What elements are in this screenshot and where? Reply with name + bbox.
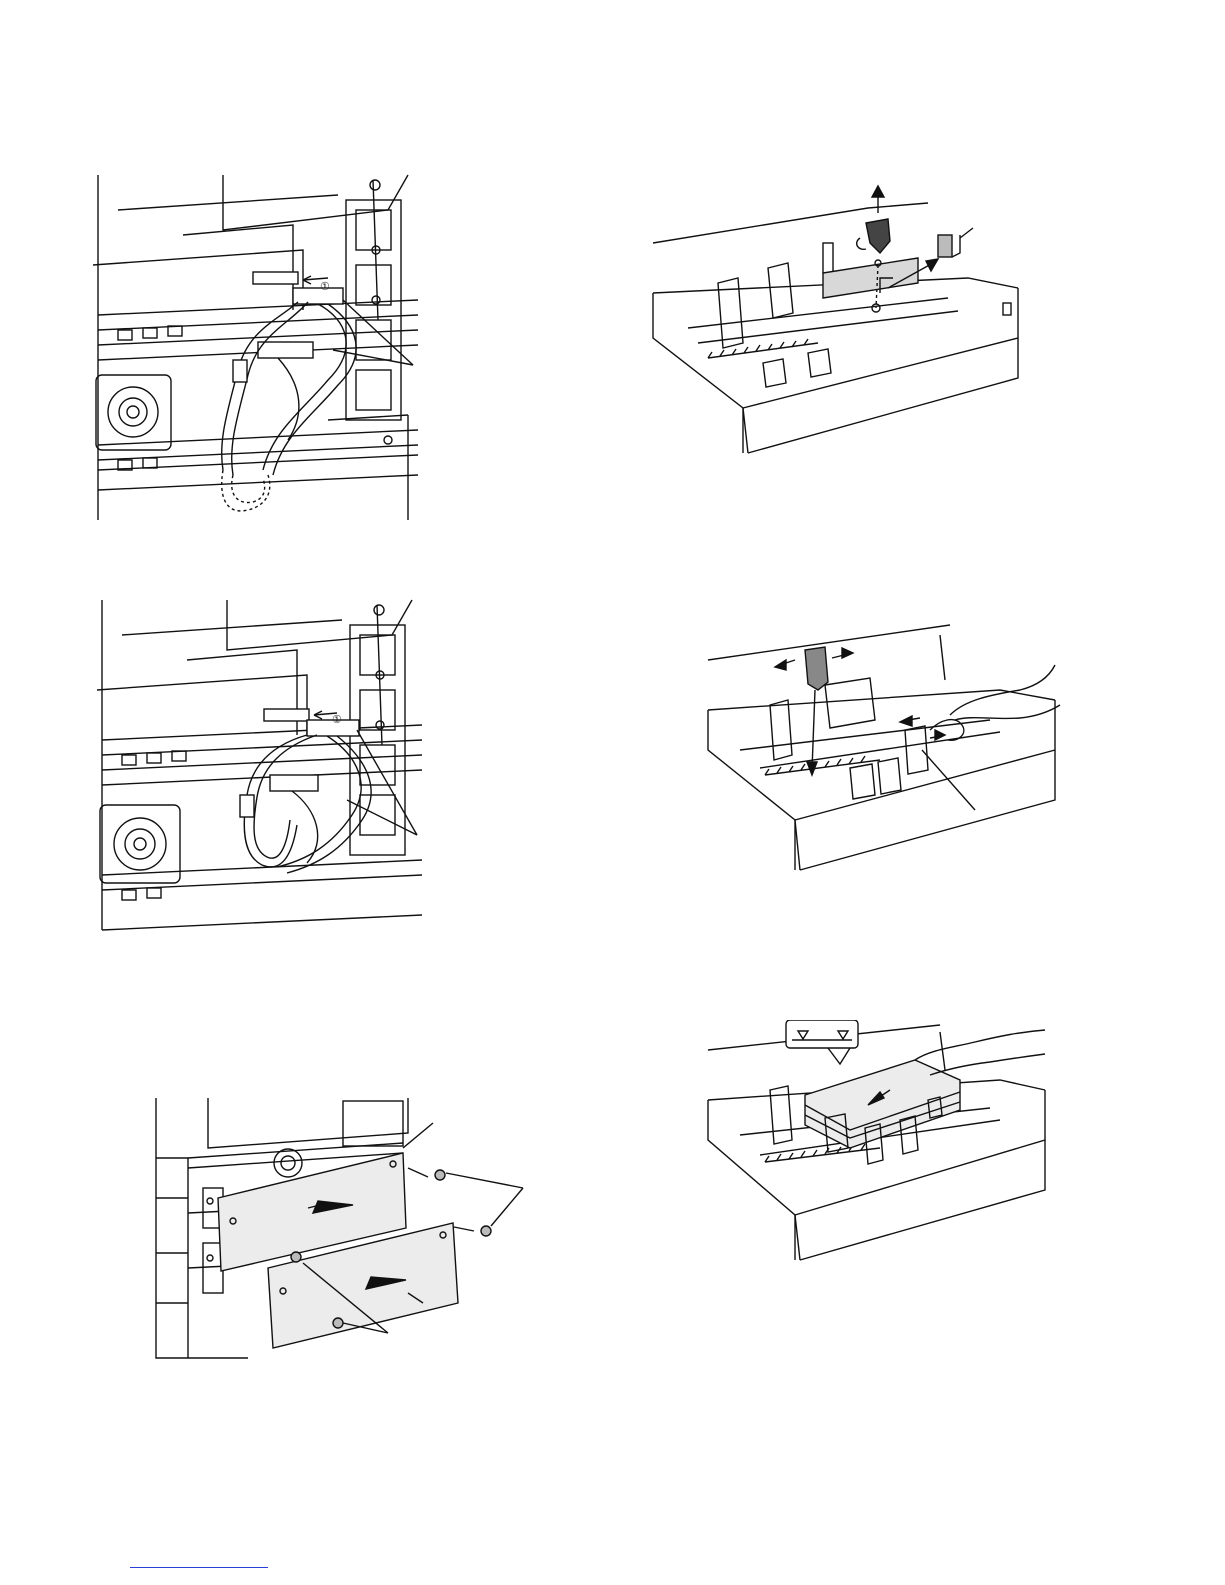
harness-illustration-1: ① — [88, 170, 428, 530]
rear-covers-illustration — [148, 1093, 538, 1368]
tray-stopper-illustration — [648, 183, 1038, 458]
paper-load-illustration — [700, 1020, 1050, 1270]
figure-harness-connect-lower: ① — [88, 170, 428, 530]
tray-guide-illustration — [700, 620, 1065, 880]
figure-tray-stopper-adjust — [648, 183, 1038, 458]
figure-rear-covers-install — [148, 1093, 538, 1368]
figure-tray-guide-adjust — [700, 620, 1065, 880]
footer-link[interactable] — [130, 1567, 268, 1568]
harness-illustration-2: ① — [92, 595, 432, 940]
callout-1-fig2: ① — [332, 714, 342, 726]
figure-paper-load — [700, 1020, 1050, 1270]
callout-1-fig1: ① — [320, 281, 330, 293]
figure-harness-connect-upper: ① — [92, 595, 432, 940]
